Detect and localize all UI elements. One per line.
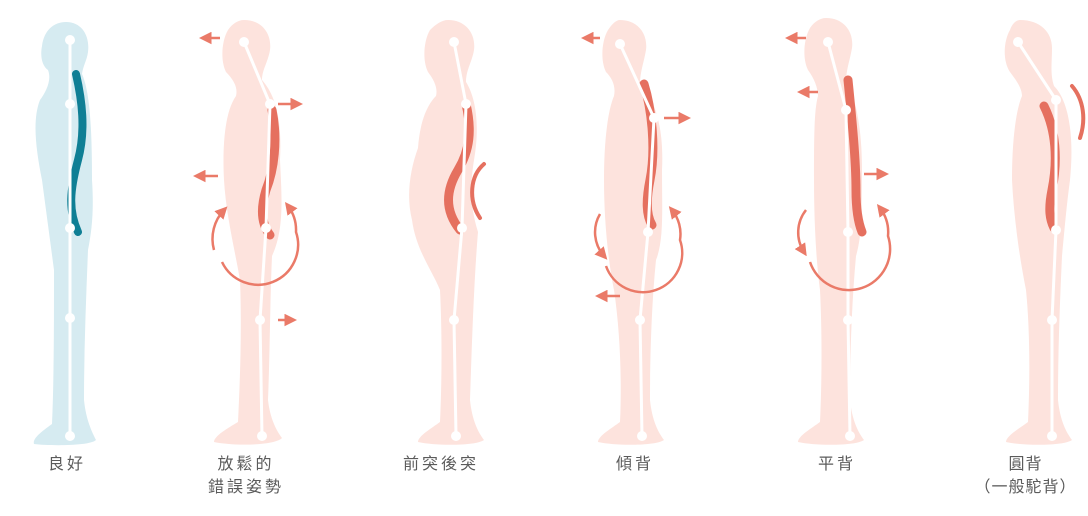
caption-flat-back: 平背 bbox=[762, 452, 912, 475]
caption-line: 前突後突 bbox=[366, 452, 516, 475]
caption-line: 傾背 bbox=[560, 452, 710, 475]
caption-good: 良好 bbox=[0, 452, 142, 475]
figure-good bbox=[34, 22, 96, 445]
caption-line: 平背 bbox=[762, 452, 912, 475]
body-silhouette bbox=[798, 18, 864, 445]
figure-relaxed bbox=[198, 20, 298, 445]
body-silhouette bbox=[34, 22, 96, 445]
caption-line: （一般駝背） bbox=[963, 475, 1088, 498]
caption-sway-back: 傾背 bbox=[560, 452, 710, 475]
spine-bulge bbox=[1072, 86, 1083, 138]
caption-relaxed: 放鬆的 錯誤姿勢 bbox=[171, 452, 321, 498]
caption-line: 良好 bbox=[0, 452, 142, 475]
figure-lordosis-kyphosis bbox=[409, 20, 484, 445]
caption-line: 放鬆的 bbox=[171, 452, 321, 475]
figure-round-back bbox=[1005, 20, 1084, 445]
caption-line: 錯誤姿勢 bbox=[171, 475, 321, 498]
caption-lordosis-kyphosis: 前突後突 bbox=[366, 452, 516, 475]
body-silhouette bbox=[598, 20, 664, 445]
body-silhouette bbox=[1005, 20, 1072, 445]
figure-flat-back bbox=[790, 18, 890, 445]
caption-round-back: 圓背 （一般駝背） bbox=[963, 452, 1088, 498]
figure-sway-back bbox=[586, 20, 686, 445]
spine-bulge bbox=[472, 164, 484, 218]
caption-line: 圓背 bbox=[963, 452, 1088, 475]
body-silhouette bbox=[409, 20, 484, 445]
